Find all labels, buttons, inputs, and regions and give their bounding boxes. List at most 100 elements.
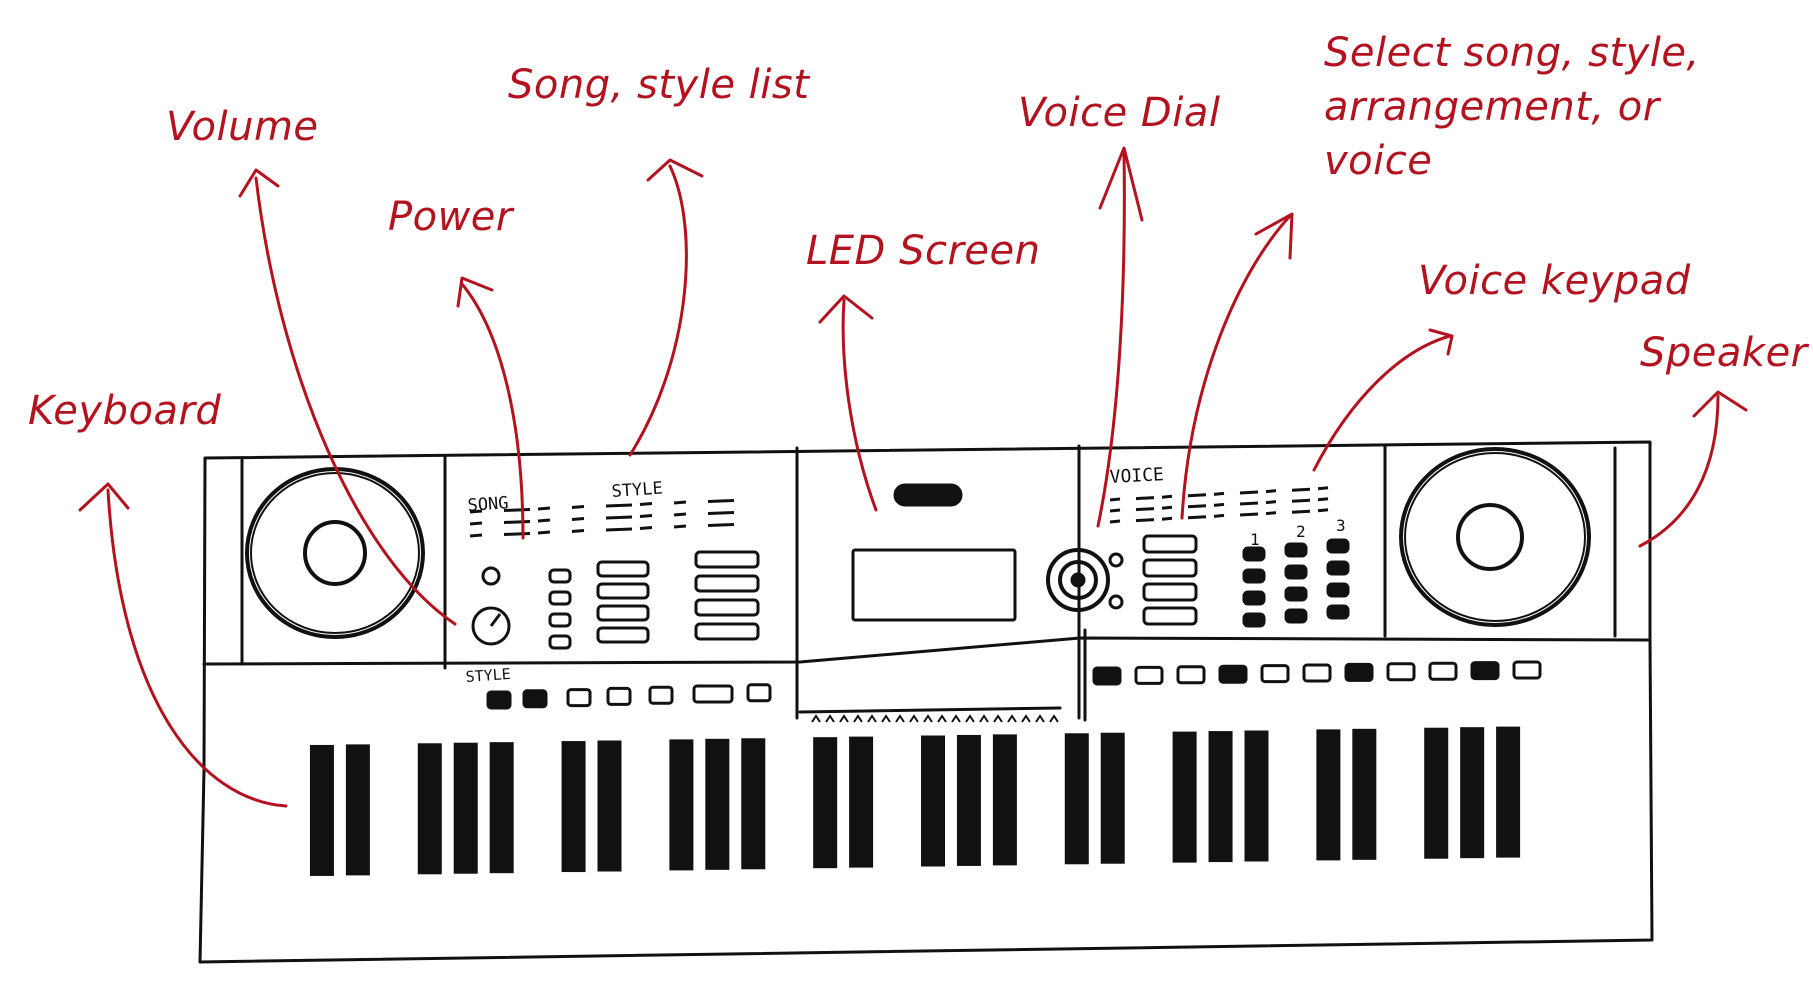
keyboard-body xyxy=(198,440,1654,964)
voice-line xyxy=(1239,501,1259,506)
voice-row-button xyxy=(1176,665,1206,685)
led-tick xyxy=(1049,714,1059,723)
voice-panel-label: VOICE xyxy=(1109,464,1164,488)
select-arrow xyxy=(1180,214,1292,520)
style-button xyxy=(692,684,734,704)
list-line xyxy=(537,518,551,523)
voice-line xyxy=(1135,496,1155,501)
black-key xyxy=(489,742,514,874)
list-line xyxy=(639,502,653,506)
black-key xyxy=(1100,732,1125,864)
voice-line xyxy=(1187,504,1207,509)
led-tick xyxy=(909,714,919,723)
voice-line xyxy=(1239,512,1259,517)
list-line xyxy=(537,530,551,535)
left-panel-buttons xyxy=(548,550,760,650)
black-key xyxy=(1208,731,1233,863)
white-key-edge xyxy=(1149,733,1151,948)
panel-button xyxy=(548,634,572,650)
list-line xyxy=(673,500,687,505)
voice-line xyxy=(1187,515,1207,520)
list-line xyxy=(673,524,687,529)
voice-row-button xyxy=(1428,661,1458,681)
voice-row-button xyxy=(1302,663,1332,683)
voice-row-button xyxy=(1260,664,1290,684)
keypad-key xyxy=(1242,568,1266,584)
panel-divider-lower xyxy=(798,706,1062,714)
voice-line xyxy=(1135,507,1155,512)
led-top-button xyxy=(893,483,963,507)
voice-dial-arrow xyxy=(1096,150,1126,528)
voice-line xyxy=(1161,505,1173,510)
led-tick xyxy=(923,714,933,723)
keypad-number-3: 3 xyxy=(1336,516,1346,535)
voice-line xyxy=(1135,518,1155,523)
black-key xyxy=(1496,726,1521,858)
voice-row-button xyxy=(1092,666,1122,686)
panel-button xyxy=(596,626,650,644)
black-key xyxy=(705,738,730,870)
white-key-edge xyxy=(1292,730,1294,944)
left-control-panel: SONG STYLE STYLE xyxy=(465,478,772,710)
panel-button xyxy=(596,582,650,600)
panel-button xyxy=(548,612,572,628)
label-song-style-list: Song, style list xyxy=(508,62,810,108)
style-button xyxy=(486,690,512,710)
keypad-key xyxy=(1242,612,1266,628)
voice-line xyxy=(1213,502,1225,507)
voice-row-button xyxy=(1218,664,1248,684)
white-key-edge xyxy=(1544,727,1546,941)
black-key xyxy=(561,741,586,873)
voice-line xyxy=(1317,508,1329,513)
black-key xyxy=(1460,727,1485,859)
right-speaker xyxy=(1399,447,1591,627)
voice-select-button xyxy=(1142,534,1198,554)
label-select-line-3: voice xyxy=(1324,138,1433,184)
panel-button xyxy=(694,622,760,641)
list-line xyxy=(707,511,735,515)
panel-button xyxy=(694,598,760,617)
panel-button xyxy=(548,568,572,584)
keypad-key xyxy=(1284,564,1308,580)
list-line xyxy=(503,508,531,512)
voice-line xyxy=(1265,500,1277,505)
led-tick xyxy=(951,714,961,723)
voice-line xyxy=(1161,516,1173,521)
label-select-line-2: arrangement, or xyxy=(1324,84,1660,130)
black-key xyxy=(741,738,766,870)
voice-list-lines xyxy=(1109,486,1329,524)
style-button xyxy=(606,686,632,706)
voice-control-panel: VOICE 1 2 3 xyxy=(1046,464,1542,686)
style-button xyxy=(746,683,772,703)
led-tick xyxy=(881,714,891,723)
voice-select-button xyxy=(1142,558,1198,578)
led-tick xyxy=(1035,714,1045,723)
black-key xyxy=(1064,733,1089,865)
list-line xyxy=(707,499,735,503)
white-key-edge xyxy=(897,737,899,952)
voice-row-button xyxy=(1344,662,1374,682)
speaker-arrow xyxy=(1638,394,1720,548)
black-key xyxy=(1244,730,1269,862)
list-line xyxy=(605,503,633,508)
keypad-number-1: 1 xyxy=(1250,530,1260,549)
black-key xyxy=(813,737,838,869)
voice-keypad-arrow xyxy=(1312,334,1452,472)
list-line xyxy=(673,512,687,517)
led-section xyxy=(811,483,1059,723)
song-style-list-lines xyxy=(469,499,735,538)
voice-line xyxy=(1291,498,1311,503)
label-power: Power xyxy=(388,194,513,240)
keypad-key xyxy=(1284,542,1308,558)
power-button xyxy=(481,566,501,586)
voice-select-button xyxy=(1142,582,1198,602)
voice-line xyxy=(1161,494,1173,499)
list-line xyxy=(537,506,551,511)
song-style-list-arrow xyxy=(628,164,688,457)
keypad-key xyxy=(1284,586,1308,602)
led-tick xyxy=(811,714,821,723)
led-tick xyxy=(825,714,835,723)
black-key xyxy=(1424,727,1449,859)
keyboard-arrow xyxy=(106,488,288,808)
